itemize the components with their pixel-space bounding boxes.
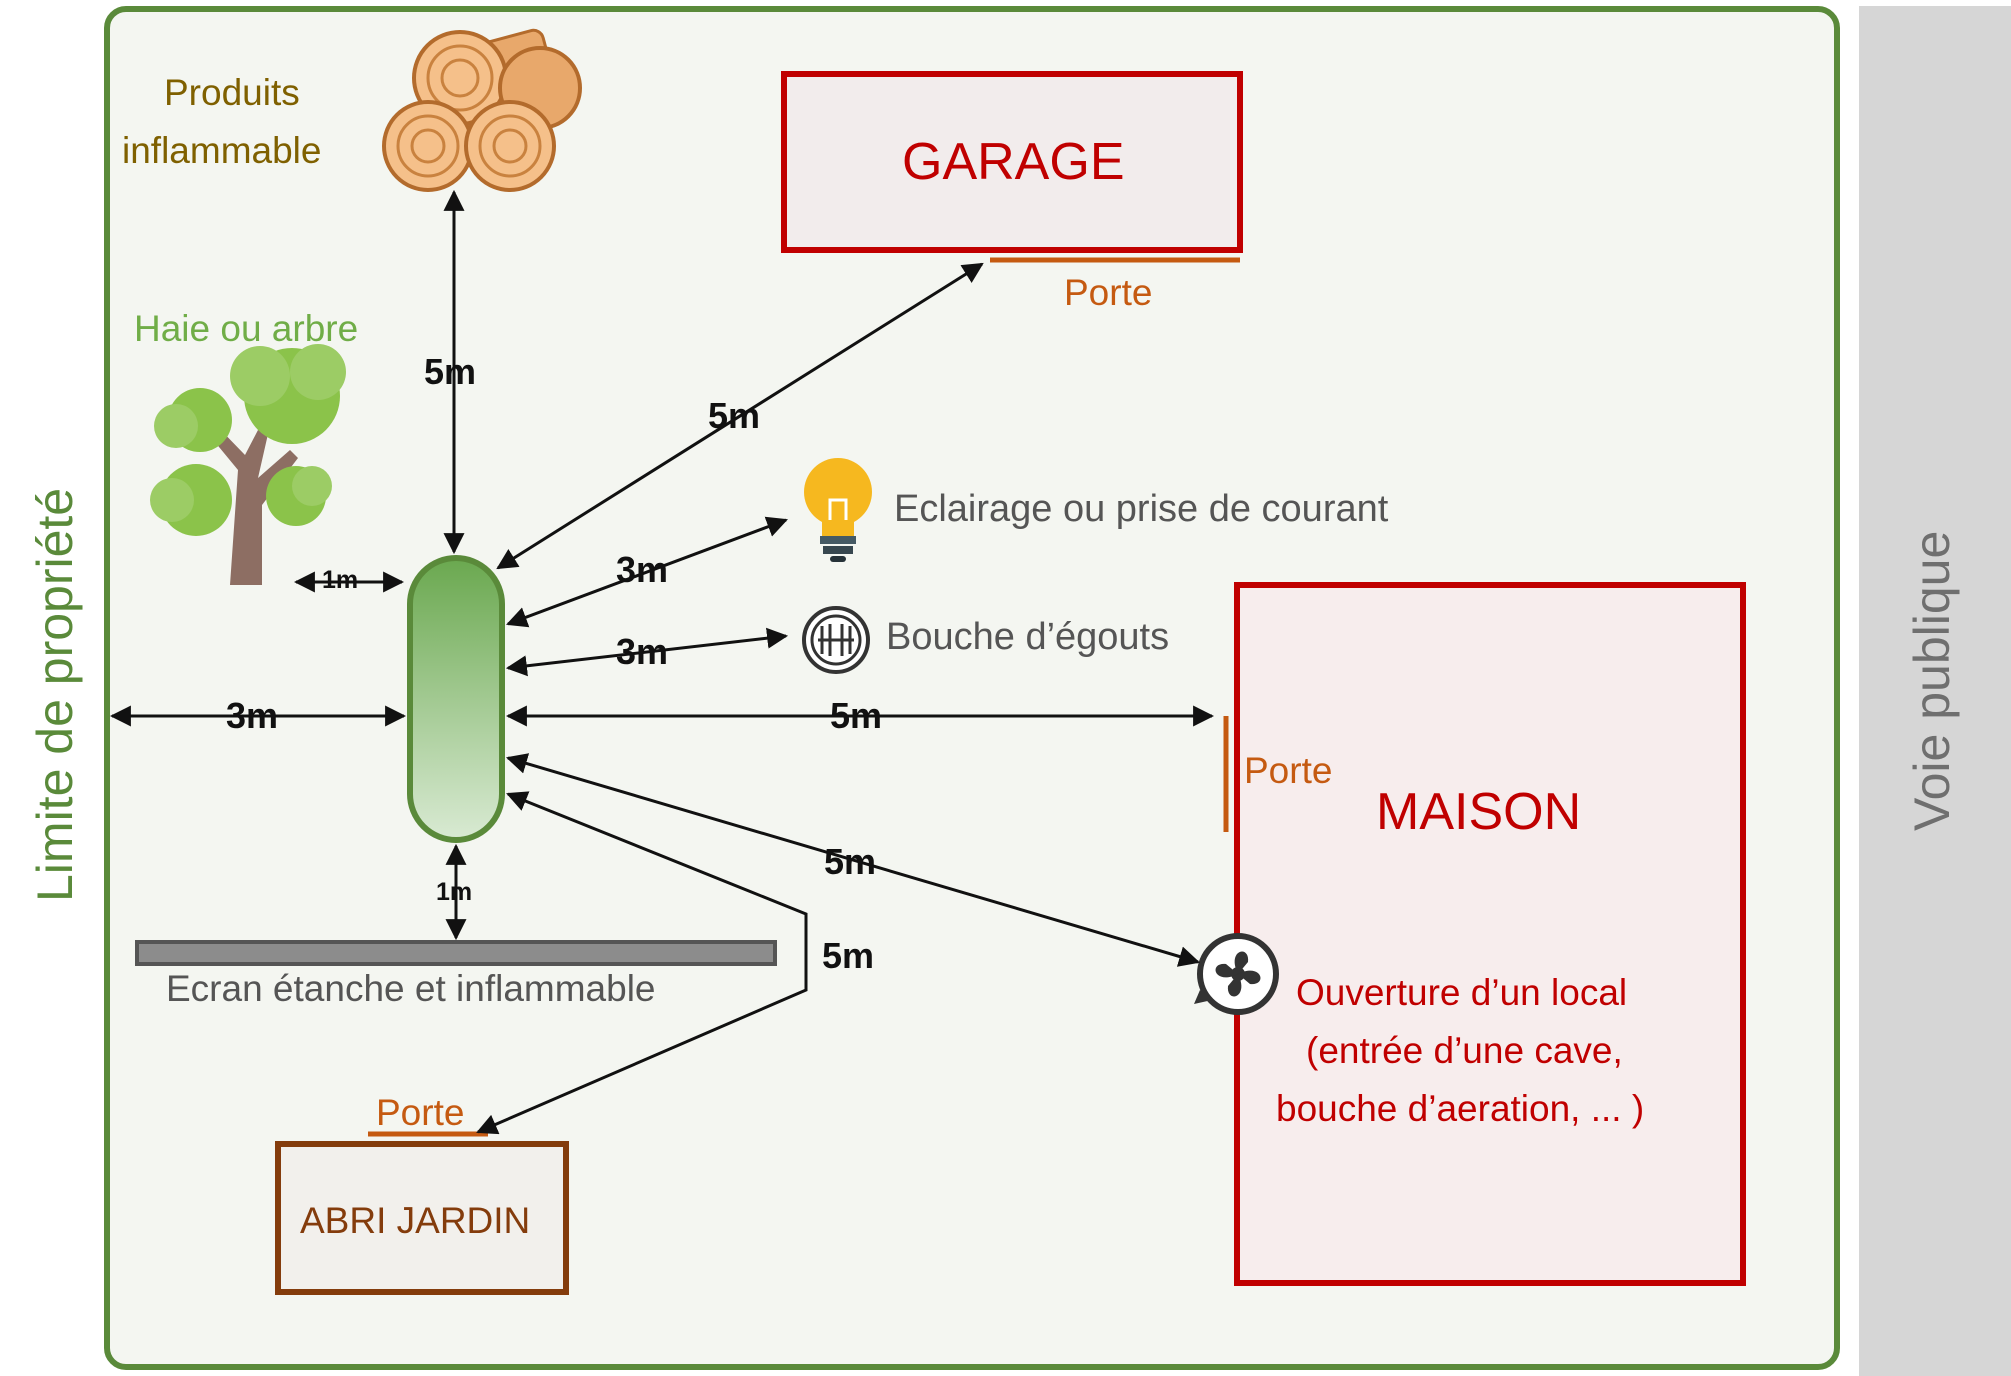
dist-flammable: 5m [424, 351, 477, 392]
arrow-lighting [506, 516, 788, 628]
opening-label-line1: Ouverture d’un local [1296, 972, 1628, 1013]
house-door-label: Porte [1244, 750, 1333, 791]
dist-shed: 5m [822, 935, 875, 976]
opening-label-line2: (entrée d’une cave, [1306, 1030, 1623, 1071]
flammable-label-line2: inflammable [122, 130, 322, 171]
logs-icon [382, 28, 582, 192]
public-road-label: Voie publique [1904, 530, 1960, 831]
house-box [1234, 582, 1746, 1286]
house-label: MAISON [1376, 783, 1582, 841]
dist-lighting: 3m [616, 549, 669, 590]
garage-box [781, 71, 1243, 253]
arrow-opening [505, 753, 1201, 967]
shed-box [275, 1141, 569, 1295]
arrows [109, 189, 1215, 1135]
screen-bar [135, 940, 777, 966]
public-road-strip [1859, 6, 2011, 1376]
tree-icon [150, 344, 346, 585]
shed-door-label: Porte [376, 1092, 465, 1133]
property-limit-label: Limite de propriété [27, 487, 83, 902]
hedge-label: Haie ou arbre [134, 308, 359, 349]
manhole-icon [802, 606, 870, 674]
lightbulb-icon [804, 458, 872, 562]
dist-limit: 3m [226, 695, 279, 736]
garage-label: GARAGE [902, 133, 1125, 191]
dist-hedge: 1m [322, 566, 359, 594]
opening-label-line3: bouche d’aeration, ... ) [1276, 1088, 1645, 1129]
arrow-sewer [505, 627, 789, 677]
sewer-label: Bouche d’égouts [886, 616, 1170, 658]
shed-label: ABRI JARDIN [300, 1200, 531, 1241]
dist-garage: 5m [708, 395, 761, 436]
flammable-label-line1: Produits [164, 72, 300, 113]
tank-icon [407, 555, 505, 843]
dist-house: 5m [830, 695, 883, 736]
lighting-label: Eclairage ou prise de courant [894, 488, 1389, 530]
dist-screen: 1m [436, 878, 473, 906]
screen-label: Ecran étanche et inflammable [166, 968, 656, 1009]
arrow-shed [476, 791, 808, 1135]
fan-icon [1194, 933, 1279, 1015]
dist-sewer: 3m [616, 631, 669, 672]
garage-door-label: Porte [1064, 272, 1153, 313]
dist-opening: 5m [824, 841, 877, 882]
